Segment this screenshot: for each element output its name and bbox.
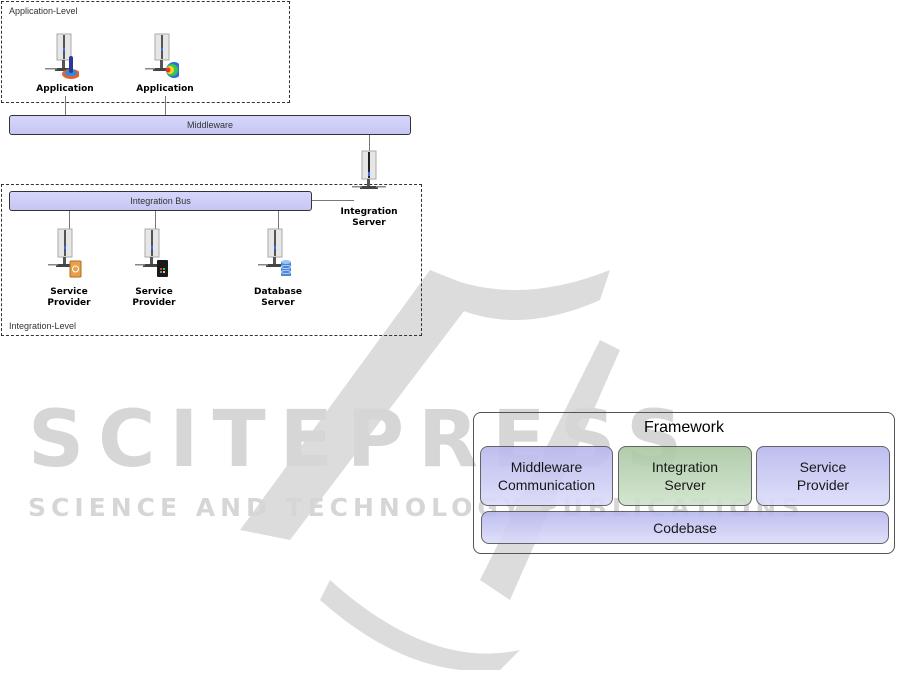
connector-line [369,135,370,151]
label-line2: Server [261,298,294,308]
box-line1: Integration [652,459,718,475]
database-server-label: Database Server [238,287,318,309]
service-provider-label: Service Provider [29,287,109,309]
application-node-label: Application [25,84,105,95]
server-with-database-icon [258,228,292,278]
box-line1: Service [800,459,847,475]
framework-box-codebase[interactable]: Codebase [481,511,889,544]
label-line2: Provider [47,298,90,308]
label-line1: Service [135,287,172,297]
connector-line [65,96,66,115]
framework-title: Framework [473,419,895,437]
box-line2: Server [664,477,705,493]
connector-line [165,96,166,115]
service-provider-label: Service Provider [114,287,194,309]
label-line2: Provider [132,298,175,308]
integration-level-label: Integration-Level [9,321,76,331]
server-with-windows-box-icon [135,228,169,278]
integration-server-icon [352,150,386,200]
box-line2: Communication [498,477,595,493]
integration-bus-label: Integration Bus [130,196,191,206]
middleware-bus[interactable]: Middleware [9,115,411,135]
integration-server-label: Integration Server [329,207,409,229]
label-line1: Database [254,287,302,297]
connector-line [312,200,354,201]
server-with-color-dome-icon [145,32,179,82]
integration-bus[interactable]: Integration Bus [9,191,312,211]
server-with-stream-gauge-icon [45,32,79,82]
box-line1: Middleware [511,459,583,475]
label-line1: Service [50,287,87,297]
application-node-label: Application [125,84,205,95]
integration-server-label-line1: Integration [340,207,397,217]
application-level-label: Application-Level [9,6,78,16]
middleware-label: Middleware [187,120,233,130]
codebase-label: Codebase [653,519,717,537]
server-with-ubuntu-box-icon [48,228,82,278]
integration-server-label-line2: Server [352,218,385,228]
box-line2: Provider [797,477,849,493]
